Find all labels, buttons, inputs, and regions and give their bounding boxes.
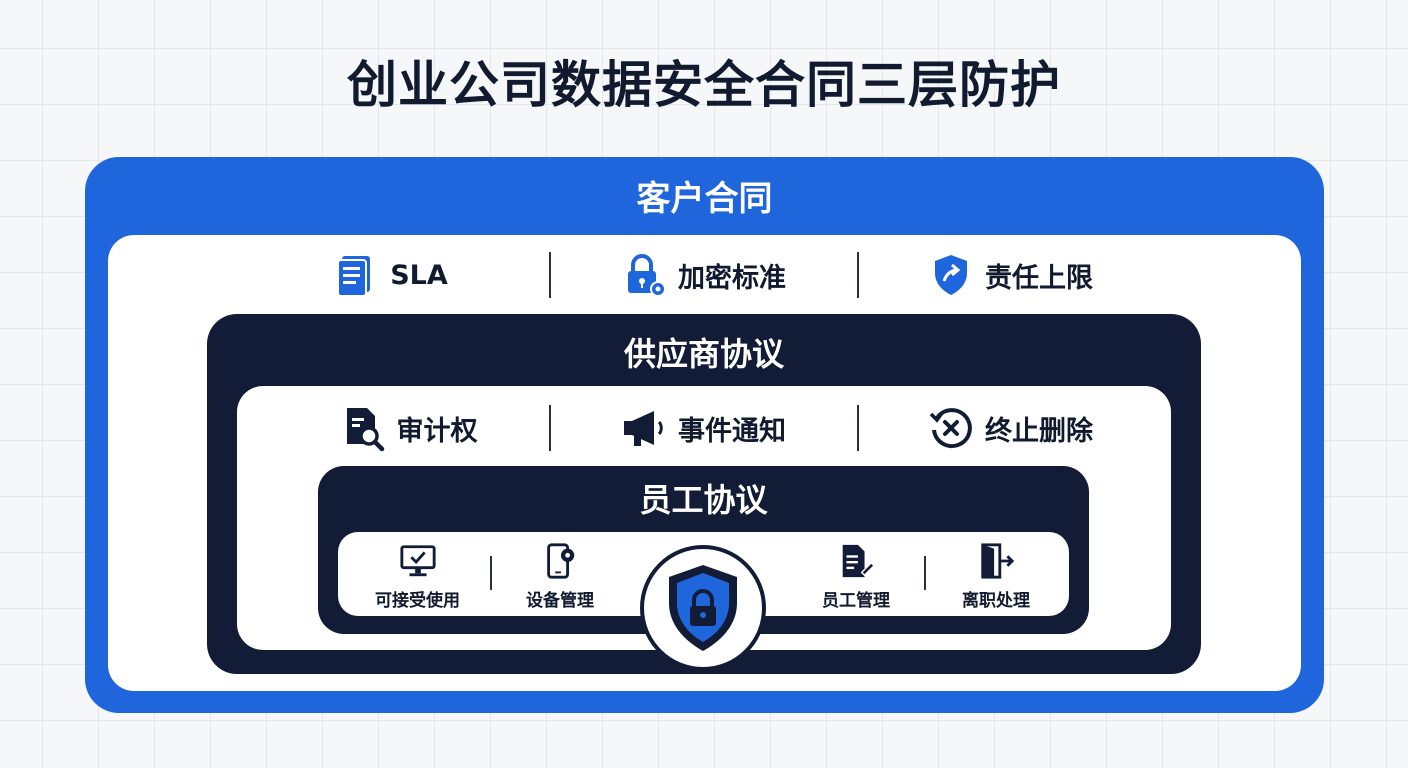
divider xyxy=(857,405,859,451)
customer-item-label: 加密标准 xyxy=(678,262,786,294)
monitor-check-icon xyxy=(399,545,436,577)
document-pen-icon xyxy=(842,544,875,578)
vendor-item-label: 终止删除 xyxy=(985,415,1093,447)
divider xyxy=(549,252,551,298)
document-search-icon xyxy=(346,408,384,452)
vendor-agreement-title: 供应商协议 xyxy=(623,335,784,373)
customer-item-encryption: 加密标准 xyxy=(608,245,798,305)
page-title: 创业公司数据安全合同三层防护 xyxy=(347,56,1061,114)
customer-item-label: 责任上限 xyxy=(985,262,1093,294)
employee-item-label: 离职处理 xyxy=(962,591,1030,611)
divider xyxy=(857,252,859,298)
vendor-item-incident-notification: 事件通知 xyxy=(608,398,798,458)
employee-item-label: 可接受使用 xyxy=(375,591,460,611)
vendor-item-label: 审计权 xyxy=(396,415,478,447)
employee-item-label: 设备管理 xyxy=(526,591,594,611)
employee-item-label: 员工管理 xyxy=(822,591,890,611)
employee-agreement-title: 员工协议 xyxy=(639,481,768,519)
vendor-item-audit-rights: 审计权 xyxy=(328,398,488,458)
employee-item-offboarding: 离职处理 xyxy=(940,542,1052,611)
divider xyxy=(549,405,551,451)
employee-item-device-management: 设备管理 xyxy=(505,542,615,611)
circle-x-icon xyxy=(929,408,972,449)
megaphone-icon xyxy=(624,411,663,446)
customer-item-label: SLA xyxy=(390,259,448,291)
vendor-item-label: 事件通知 xyxy=(678,415,786,447)
customer-contract-title: 客户合同 xyxy=(636,179,773,219)
shield-arrow-icon xyxy=(935,255,967,295)
customer-item-sla: SLA xyxy=(330,245,450,305)
vendor-item-termination-deletion: 终止删除 xyxy=(915,398,1105,458)
lock-gear-icon xyxy=(628,254,666,297)
employee-item-acceptable-use: 可接受使用 xyxy=(360,542,475,611)
divider xyxy=(490,556,492,590)
center-shield-badge xyxy=(640,545,766,671)
divider xyxy=(924,556,926,590)
shield-lock-icon xyxy=(669,565,737,651)
phone-gear-icon xyxy=(547,543,575,579)
employee-item-staff-management: 员工管理 xyxy=(800,542,912,611)
document-icon xyxy=(337,256,371,297)
customer-item-liability-cap: 责任上限 xyxy=(915,245,1105,305)
door-exit-icon xyxy=(981,543,1015,579)
